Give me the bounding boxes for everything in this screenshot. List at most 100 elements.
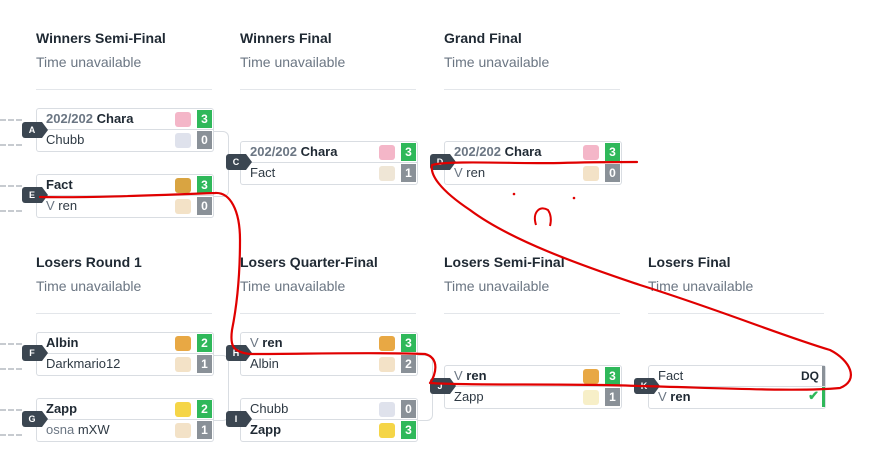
incoming-dashed-line xyxy=(0,343,22,345)
round-divider xyxy=(240,89,416,90)
player-name: Albin xyxy=(250,356,279,371)
incoming-dashed-line xyxy=(0,119,22,121)
round-title: Losers Round 1 xyxy=(36,254,142,270)
player-slot[interactable]: Fact 3 xyxy=(36,174,214,196)
jigglypuff-icon xyxy=(379,145,395,160)
player-slot[interactable]: Chubb 0 xyxy=(240,398,418,420)
player-slot[interactable]: V ren ✔ xyxy=(648,387,826,409)
player-slot[interactable]: 202/202 Chara 3 xyxy=(240,141,418,163)
match-badge: J xyxy=(430,378,456,394)
score-badge: 3 xyxy=(197,110,212,128)
match-badge: F xyxy=(22,345,48,361)
round-title: Winners Semi-Final xyxy=(36,30,166,46)
fox-icon xyxy=(175,357,191,372)
score-badge: 3 xyxy=(197,176,212,194)
player-slot[interactable]: V ren 3 xyxy=(240,332,418,354)
score-badge: 1 xyxy=(197,421,212,439)
player-name: V ren xyxy=(250,335,283,350)
player-name: Zapp xyxy=(250,422,282,437)
player-slot[interactable]: V ren 3 xyxy=(444,365,622,387)
player-slot[interactable]: Zapp 2 xyxy=(36,398,214,420)
player-slot[interactable]: Zapp 1 xyxy=(444,387,622,409)
fox-icon xyxy=(379,357,395,372)
player-name: Fact xyxy=(250,165,276,180)
player-name: Zapp xyxy=(46,401,78,416)
round-time: Time unavailable xyxy=(444,54,550,70)
player-name: Albin xyxy=(46,335,79,350)
player-slot[interactable]: Zapp 3 xyxy=(240,420,418,442)
fox-icon xyxy=(379,336,395,351)
round-time: Time unavailable xyxy=(444,278,550,294)
player-name: V ren xyxy=(454,165,486,180)
round-title: Grand Final xyxy=(444,30,522,46)
round-divider xyxy=(36,313,212,314)
player-name: V ren xyxy=(46,198,78,213)
pikachu-icon xyxy=(175,402,191,417)
fox-icon xyxy=(175,199,191,214)
fox-icon xyxy=(583,369,599,384)
player-name: Chubb xyxy=(250,401,289,416)
round-time: Time unavailable xyxy=(36,54,142,70)
incoming-dashed-line xyxy=(0,185,22,187)
score-badge: 3 xyxy=(401,421,416,439)
round-title: Losers Quarter-Final xyxy=(240,254,378,270)
player-name: Fact xyxy=(46,177,73,192)
player-name: V ren xyxy=(454,368,487,383)
jigglypuff-icon xyxy=(175,112,191,127)
score-badge: 1 xyxy=(401,164,416,182)
round-divider xyxy=(444,313,620,314)
player-slot[interactable]: Albin 2 xyxy=(240,354,418,376)
round-divider xyxy=(36,89,212,90)
player-name: Fact xyxy=(658,368,684,383)
player-slot[interactable]: Fact 1 xyxy=(240,163,418,185)
player-name: 202/202 Chara xyxy=(454,144,542,159)
round-time: Time unavailable xyxy=(648,278,754,294)
score-badge: 3 xyxy=(605,143,620,161)
player-name: osna mXW xyxy=(46,422,110,437)
fox-icon xyxy=(583,166,599,181)
player-slot[interactable]: Chubb 0 xyxy=(36,130,214,152)
result-bar xyxy=(822,387,825,407)
round-time: Time unavailable xyxy=(240,278,346,294)
match-badge: H xyxy=(226,345,252,361)
player-slot[interactable]: osna mXW 1 xyxy=(36,420,214,442)
score-badge: 1 xyxy=(605,388,620,406)
jigglypuff-icon xyxy=(583,145,599,160)
incoming-dashed-line xyxy=(0,409,22,411)
player-name: Darkmario12 xyxy=(46,356,121,371)
match-badge: I xyxy=(226,411,252,427)
score-badge: 3 xyxy=(605,367,620,385)
incoming-dashed-line xyxy=(0,434,22,436)
player-slot[interactable]: Darkmario12 1 xyxy=(36,354,214,376)
round-title: Losers Final xyxy=(648,254,731,270)
player-slot[interactable]: 202/202 Chara 3 xyxy=(36,108,214,130)
round-time: Time unavailable xyxy=(240,54,346,70)
player-slot[interactable]: Albin 2 xyxy=(36,332,214,354)
player-name: V ren xyxy=(658,389,691,404)
score-badge: 2 xyxy=(197,334,212,352)
mewtwo-icon xyxy=(379,402,395,417)
match-badge: C xyxy=(226,154,252,170)
score-badge: 0 xyxy=(197,197,212,215)
player-slot[interactable]: Fact DQ xyxy=(648,365,826,387)
pikachu-icon xyxy=(583,390,599,405)
round-title: Winners Final xyxy=(240,30,332,46)
result-bar xyxy=(822,366,825,386)
round-divider xyxy=(444,89,620,90)
player-name: Chubb xyxy=(46,132,85,147)
player-slot[interactable]: 202/202 Chara 3 xyxy=(444,141,622,163)
round-time: Time unavailable xyxy=(36,278,142,294)
score-badge: 0 xyxy=(197,131,212,149)
incoming-dashed-line xyxy=(0,368,22,370)
fox-icon xyxy=(175,336,191,351)
score-badge: 3 xyxy=(401,334,416,352)
player-slot[interactable]: V ren 0 xyxy=(36,196,214,218)
fox-icon xyxy=(175,423,191,438)
round-divider xyxy=(648,313,824,314)
score-badge: 0 xyxy=(605,164,620,182)
score-badge: 0 xyxy=(401,400,416,418)
player-name: 202/202 Chara xyxy=(46,111,134,126)
falco-icon xyxy=(175,178,191,193)
checkmark-icon: ✔ xyxy=(808,388,819,403)
player-slot[interactable]: V ren 0 xyxy=(444,163,622,185)
